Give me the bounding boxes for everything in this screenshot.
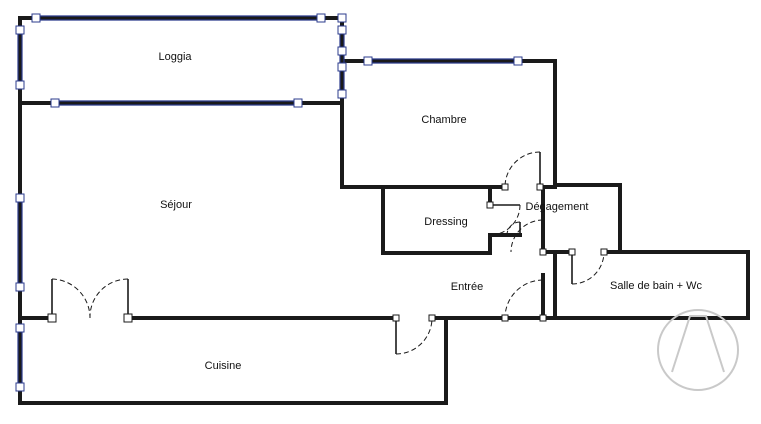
doors [47, 151, 608, 355]
window-node [363, 56, 373, 66]
door-swing-kitchen [395, 317, 433, 355]
door-jamb [392, 314, 400, 322]
window-node [15, 80, 25, 90]
door-jamb [501, 314, 509, 322]
window-node [337, 89, 347, 99]
door-swing-cuisine-left [51, 278, 91, 319]
walls [18, 16, 750, 405]
room-label-dressing: Dressing [424, 216, 467, 228]
window-node [337, 25, 347, 35]
window-node [337, 46, 347, 56]
window-node [31, 13, 41, 23]
door-jamb [600, 248, 608, 256]
windows [15, 13, 523, 392]
window-node [15, 382, 25, 392]
door-swing-entree [504, 279, 544, 319]
room-label-entree: Entrée [451, 281, 483, 293]
window-node [513, 56, 523, 66]
window-node [337, 13, 347, 23]
door-swing-degagement [510, 219, 544, 253]
window-node [15, 323, 25, 333]
door-swing-cuisine-right [89, 278, 129, 319]
door-jamb [568, 248, 576, 256]
room-label-loggia: Loggia [158, 51, 192, 63]
door-jamb [428, 314, 436, 322]
window-node [293, 98, 303, 108]
room-label-chambre: Chambre [421, 114, 466, 126]
window-node [15, 25, 25, 35]
room-label-sejour: Séjour [160, 199, 192, 211]
door-jamb [123, 313, 133, 323]
room-label-cuisine: Cuisine [205, 360, 242, 372]
door-jamb [47, 313, 57, 323]
window-node [15, 282, 25, 292]
window-node [316, 13, 326, 23]
room-label-salle-de-bain: Salle de bain + Wc [610, 280, 703, 292]
door-jamb [539, 248, 547, 256]
room-label-degagement: Dégagement [526, 201, 589, 213]
door-swing-bathroom [571, 251, 605, 285]
window-node [337, 62, 347, 72]
door-swing-closet [506, 221, 521, 236]
door-jamb [486, 201, 494, 209]
door-swing-dressing [489, 204, 521, 236]
window-node [15, 193, 25, 203]
logo-watermark-icon [657, 309, 739, 391]
door-jamb [539, 314, 547, 322]
room-labels: Loggia Chambre Séjour Dressing Dégagemen… [158, 51, 702, 372]
door-jamb [501, 183, 509, 191]
window-node [50, 98, 60, 108]
dressing-wall [381, 185, 492, 255]
door-jamb [536, 183, 544, 191]
door-swing-chambre [504, 151, 541, 188]
outer-wall [18, 16, 557, 405]
